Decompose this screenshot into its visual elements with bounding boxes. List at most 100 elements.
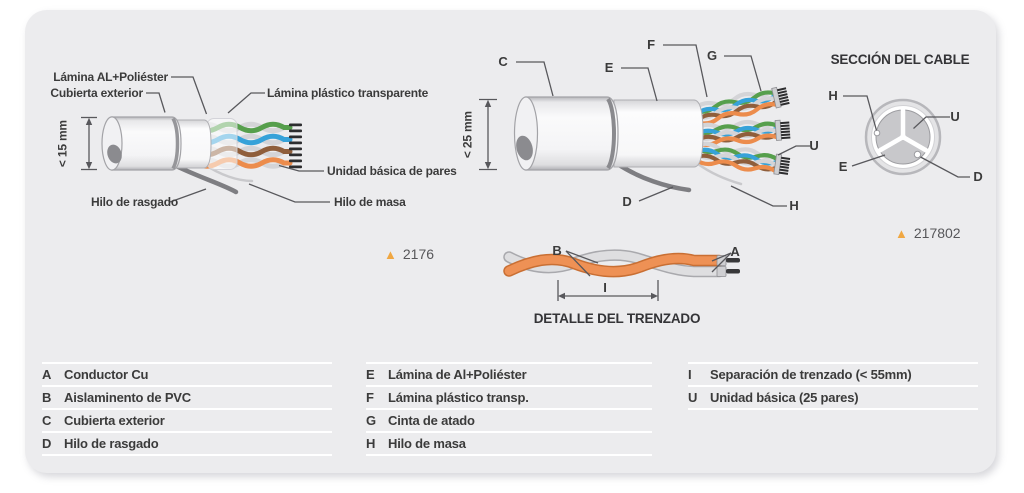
cable-section-art	[843, 95, 970, 178]
label-hilo-rasgado: Hilo de rasgado	[91, 195, 179, 209]
ref-number: 2176	[402, 246, 435, 262]
legend-label: Lámina plástico transp.	[388, 390, 529, 405]
ref-number: 217802	[913, 225, 961, 241]
conductor-pin-bottom	[726, 269, 740, 274]
arrow-up-icon	[85, 117, 93, 125]
callout-g: G	[707, 48, 717, 63]
legend-label: Cinta de atado	[388, 413, 475, 428]
section-callout-d: D	[973, 169, 983, 184]
section-callout-e: E	[838, 159, 848, 174]
pair-bundle-top	[695, 85, 790, 126]
legend-key: C	[42, 413, 52, 428]
leader-lines-center	[516, 44, 810, 207]
center-cable-art	[479, 44, 810, 207]
legend-label: Separación de trenzado (< 55mm)	[710, 367, 912, 382]
label-lamina-plastico: Lámina plástico transparente	[267, 86, 429, 100]
arrow-down-icon	[85, 162, 93, 170]
legend-label: Cubierta exterior	[64, 413, 165, 428]
label-hilo-masa: Hilo de masa	[334, 195, 406, 209]
core-end-left	[107, 144, 122, 164]
twisted-pair-wires	[503, 249, 725, 278]
pair-bundle-middle	[696, 119, 790, 146]
foil-sleeve-left	[175, 119, 212, 169]
legend-label: Hilo de masa	[388, 436, 466, 451]
legend-key: F	[366, 390, 374, 405]
arrow-down-icon	[484, 162, 492, 170]
callout-u: U	[809, 138, 819, 153]
outer-jacket-center	[525, 96, 619, 171]
legend-label: Unidad básica (25 pares)	[710, 390, 859, 405]
leader-lines-left	[146, 76, 330, 203]
twist-detail-title: DETALLE DEL TRENZADO	[533, 311, 701, 326]
legend-label: Lámina de Al+Poliéster	[388, 367, 527, 382]
twist-callout-a: A	[730, 244, 740, 259]
arrow-up-icon	[484, 99, 492, 107]
outer-jacket-left	[111, 116, 182, 171]
legend-row: D Hilo de rasgado	[42, 431, 332, 456]
dimension-25mm	[479, 98, 497, 171]
left-cable-art	[81, 76, 330, 203]
legend-column-1: A Conductor Cu B Aislaminento de PVC C C…	[42, 362, 332, 456]
legend-row: H Hilo de masa	[366, 431, 652, 456]
arrow-left-icon	[558, 292, 565, 300]
label-dimension-15mm: < 15 mm	[55, 120, 70, 168]
leader-lines-section	[843, 95, 970, 178]
twist-callout-i: I	[603, 280, 607, 295]
foil-sleeve-center	[613, 99, 704, 168]
legend-row: F Lámina plástico transp.	[366, 385, 652, 408]
twist-detail-art	[503, 249, 740, 301]
legend-column-3: I Separación de trenzado (< 55mm) U Unid…	[688, 362, 978, 410]
legend-label: Hilo de rasgado	[64, 436, 159, 451]
section-callout-h: H	[828, 88, 838, 103]
leader-lines-twist	[557, 250, 732, 301]
legend-column-2: E Lámina de Al+Poliéster F Lámina plásti…	[366, 362, 652, 456]
callout-f: F	[647, 37, 655, 52]
legend-row: B Aislaminento de PVC	[42, 385, 332, 408]
legend-key: E	[366, 367, 375, 382]
section-title: SECCIÓN DEL CABLE	[830, 52, 970, 67]
legend-key: U	[688, 390, 698, 405]
ref-marker-2176: ▲ 2176	[384, 246, 434, 262]
legend-key: I	[688, 367, 692, 382]
jacket-cut-edge-center	[606, 97, 616, 170]
legend-label: Aislaminento de PVC	[64, 390, 191, 405]
section-unit-dividers	[876, 106, 930, 154]
conductor-pin-top	[726, 258, 740, 263]
legend-key: A	[42, 367, 52, 382]
label-unidad-basica: Unidad básica de pares	[327, 164, 457, 178]
legend-row: G Cinta de atado	[366, 408, 652, 431]
legend-row: U Unidad básica (25 pares)	[688, 385, 978, 410]
section-callout-u: U	[950, 109, 960, 124]
label-cubierta-exterior: Cubierta exterior	[50, 86, 143, 100]
label-dimension-25mm: < 25 mm	[460, 111, 475, 159]
arrow-right-icon	[651, 292, 658, 300]
legend-key: H	[366, 436, 376, 451]
legend-label: Conductor Cu	[64, 367, 149, 382]
triangle-up-icon: ▲	[895, 225, 908, 241]
triangle-up-icon: ▲	[384, 246, 397, 262]
legend-row: E Lámina de Al+Poliéster	[366, 362, 652, 385]
section-rip-cord-dot	[913, 150, 922, 159]
ref-marker-217802: ▲ 217802	[895, 225, 961, 241]
legend-key: D	[42, 436, 52, 451]
section-center-dot	[900, 134, 906, 140]
callout-c: C	[498, 54, 508, 69]
callout-h: H	[789, 198, 799, 213]
legend-key: G	[366, 413, 377, 428]
legend-row: A Conductor Cu	[42, 362, 332, 385]
section-ground-wire-dot	[873, 129, 881, 137]
twist-callout-b: B	[552, 243, 562, 258]
diagram-panel	[25, 10, 996, 473]
label-lamina-al: Lámina AL+Poliéster	[53, 70, 168, 84]
ground-wire-center	[696, 162, 743, 186]
callout-d: D	[622, 194, 632, 209]
core-end-center	[516, 135, 533, 161]
legend-key: B	[42, 390, 52, 405]
callout-e: E	[604, 60, 614, 75]
jacket-cut-edge-left	[171, 117, 180, 170]
legend-row: C Cubierta exterior	[42, 408, 332, 431]
conductor-pins-left	[289, 123, 302, 169]
legend-row: I Separación de trenzado (< 55mm)	[688, 362, 978, 385]
